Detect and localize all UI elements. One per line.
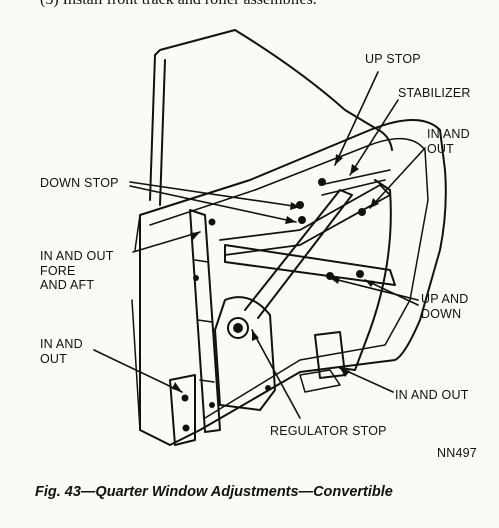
figure-code: NN497: [437, 446, 477, 460]
cropped-header-text: (5) Install front track and roller assem…: [40, 0, 317, 9]
glass-front-edge: [149, 54, 166, 206]
callout-stabilizer: STABILIZER: [398, 86, 471, 100]
callout-in-and-out-left: IN AND OUT: [40, 337, 83, 366]
figure-caption: Fig. 43—Quarter Window Adjustments—Conve…: [35, 484, 393, 500]
regulator-gear: [227, 317, 249, 339]
callout-down-stop: DOWN STOP: [40, 176, 119, 190]
adjustment-bolts: [181, 178, 366, 432]
front-track: [189, 209, 221, 433]
callout-regulator-stop: REGULATOR STOP: [270, 424, 387, 438]
window-glass: [154, 29, 393, 151]
door-frame: [139, 119, 447, 446]
callout-in-and-out-top: IN AND OUT: [427, 127, 470, 156]
bracket-left: [169, 374, 196, 446]
leader-lines: [93, 71, 426, 419]
stabilizer-bar: [319, 169, 391, 196]
regulator-housing: [214, 296, 276, 411]
lift-arm-upper: [219, 184, 391, 256]
callout-in-and-out-fore-aft: IN AND OUT FORE AND AFT: [40, 249, 114, 292]
lift-arm: [224, 244, 396, 286]
leader-arrowheads: [172, 154, 379, 392]
rear-track: [339, 179, 392, 371]
regulator-arm: [244, 189, 353, 319]
callout-up-stop: UP STOP: [365, 52, 421, 66]
callout-up-and-down: UP AND DOWN: [421, 292, 469, 321]
callout-in-and-out-bottom: IN AND OUT: [395, 388, 469, 402]
